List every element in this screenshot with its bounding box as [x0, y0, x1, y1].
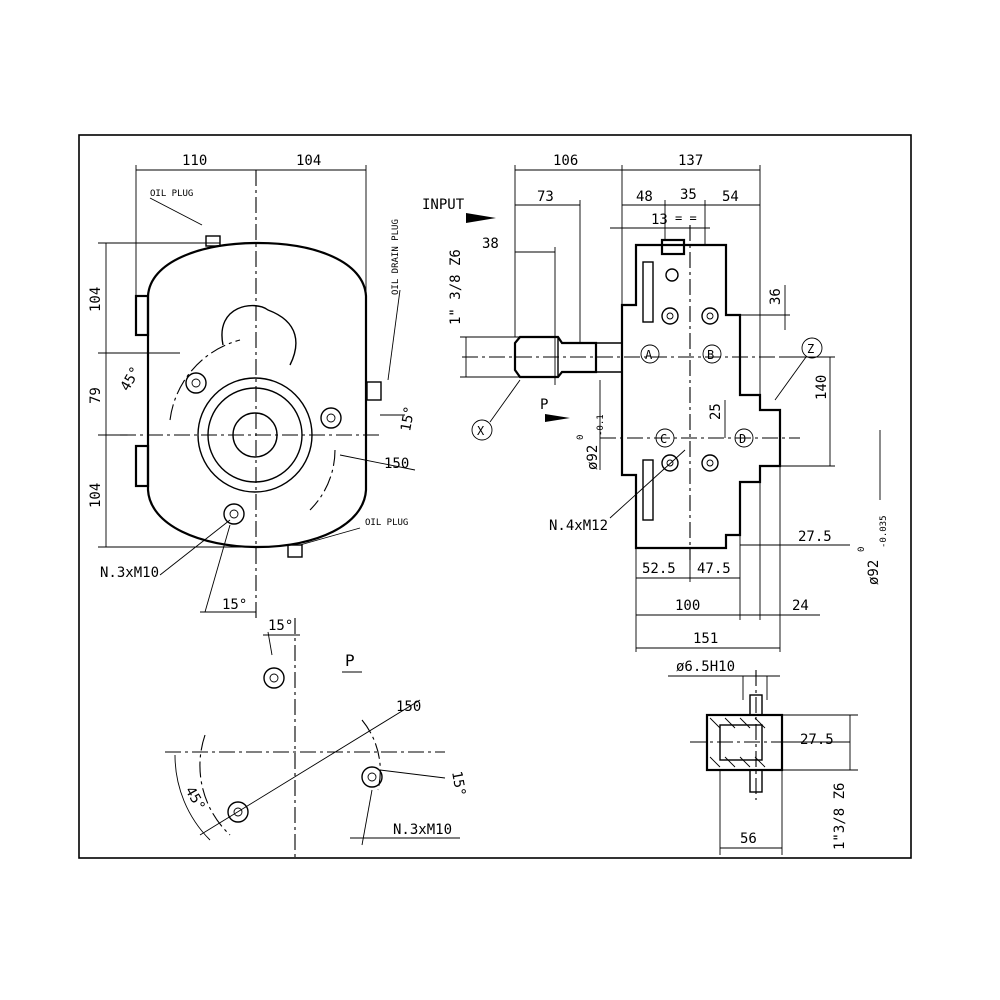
side-view: INPUT 106 137 73 48 35 54 13 = = 38 1" 3… [422, 153, 889, 652]
dim-equal-marks: = = [675, 211, 697, 225]
spline-spec-vertical: 1" 3/8 Z6 [448, 249, 464, 325]
dim-52-5: 52.5 [642, 561, 676, 577]
dim-36: 36 [768, 288, 784, 305]
angle-45: 45° [118, 364, 145, 394]
dia-92-input-sup: 0 [576, 435, 586, 440]
detail-dim-27-5: 27.5 [800, 732, 834, 748]
dim-104-left-bottom: 104 [88, 483, 104, 508]
dim-48: 48 [636, 189, 653, 205]
dia-92-output-sub: -0.035 [879, 515, 889, 548]
dim-110: 110 [182, 153, 207, 169]
dim-73: 73 [537, 189, 554, 205]
hole-6-5-h10: ø6.5H10 [676, 659, 735, 675]
dia-92-output: ø92 [866, 560, 882, 585]
dim-106: 106 [553, 153, 578, 169]
mark-c: C [660, 432, 667, 446]
view-p-title: P [345, 651, 355, 670]
thread-m12: N.4xM12 [549, 518, 608, 534]
dim-54: 54 [722, 189, 739, 205]
dim-79: 79 [88, 387, 104, 404]
dim-140: 140 [814, 375, 830, 400]
dim-100: 100 [675, 598, 700, 614]
dim-35: 35 [680, 187, 697, 203]
dim-13: 13 [651, 212, 668, 228]
front-view: 110 104 OIL PLUG OIL DRAIN PLUG 104 79 1… [88, 153, 418, 620]
oil-plug-bottom-label: OIL PLUG [365, 518, 408, 528]
view-p-angle-45: 45° [182, 784, 209, 814]
detail-spline-spec: 1"3/8 Z6 [832, 783, 848, 850]
mark-a: A [645, 348, 653, 362]
view-p-thread-m10: N.3xM10 [393, 822, 452, 838]
dim-151: 151 [693, 631, 718, 647]
dim-25: 25 [708, 403, 724, 420]
dim-27-5-side: 27.5 [798, 529, 832, 545]
dim-24: 24 [792, 598, 809, 614]
z-marker: Z [807, 342, 814, 356]
dim-38: 38 [482, 236, 499, 252]
view-p-dim-150: 150 [396, 699, 421, 715]
p-arrow-label: P [540, 397, 548, 413]
angle-15-right: 15° [398, 405, 418, 433]
oil-drain-plug-label: OIL DRAIN PLUG [391, 219, 401, 295]
dim-104-left-top: 104 [88, 287, 104, 312]
thread-m10-front: N.3xM10 [100, 565, 159, 581]
shaft-detail: ø6.5H10 27.5 1"3/8 Z6 56 [668, 659, 858, 855]
dia-92-input-sub: -0.1 [596, 414, 606, 436]
drawing-frame [78, 134, 912, 859]
view-p-angle-15-top: 15° [268, 618, 293, 634]
mark-b: B [707, 348, 714, 362]
dim-150: 150 [384, 456, 409, 472]
mark-d: D [739, 432, 746, 446]
dim-104-top: 104 [296, 153, 321, 169]
dia-92-input: ø92 [585, 445, 601, 470]
view-p: P 15° 150 45° 15° N.3xM10 [165, 618, 468, 858]
dim-47-5: 47.5 [697, 561, 731, 577]
dia-92-output-sup: 0 [857, 547, 867, 552]
detail-dim-56: 56 [740, 831, 757, 847]
oil-plug-top-label: OIL PLUG [150, 189, 193, 199]
x-marker: X [477, 424, 485, 438]
dim-137: 137 [678, 153, 703, 169]
angle-15-bottom: 15° [222, 597, 247, 613]
view-p-angle-15-right: 15° [448, 770, 468, 798]
input-label: INPUT [422, 197, 465, 213]
